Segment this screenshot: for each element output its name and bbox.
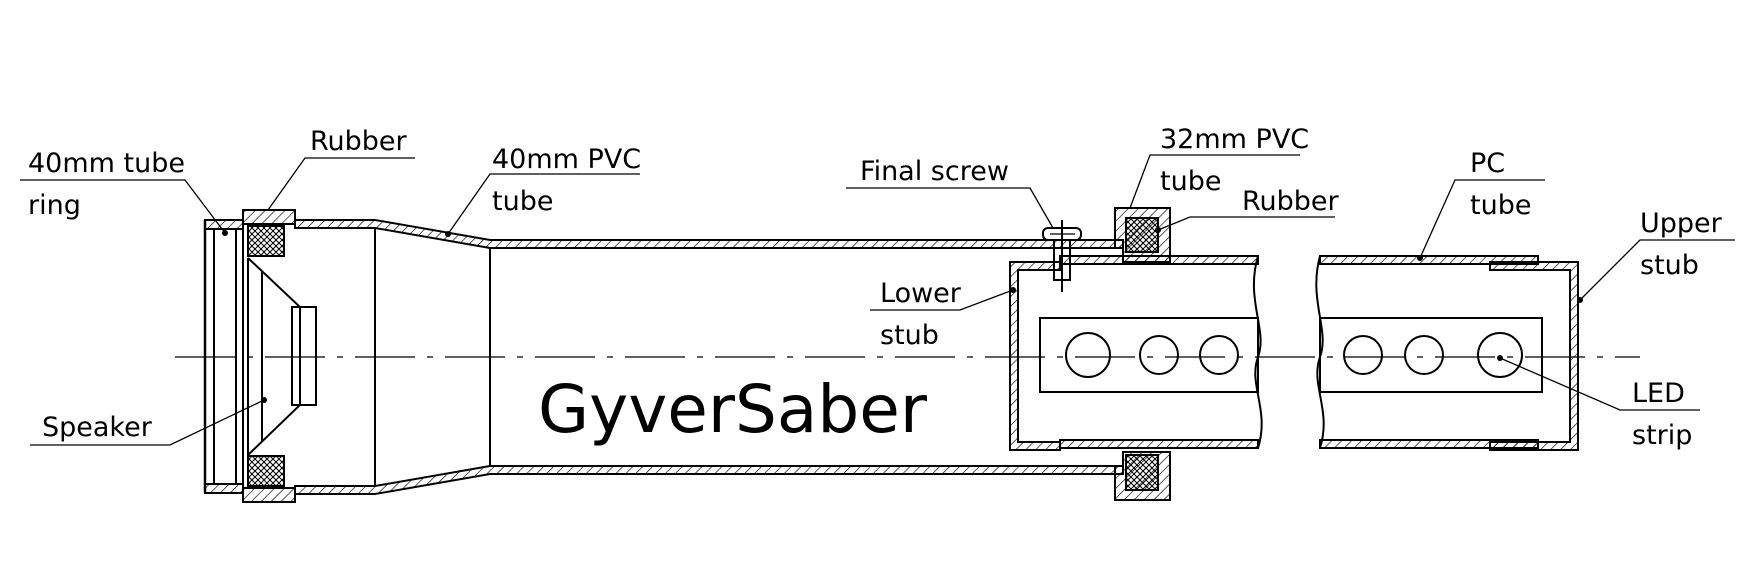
label-led-line1: LED <box>1632 378 1685 409</box>
label-pvc32-line2: tube <box>1160 166 1221 197</box>
label-pvc32-line1: 32mm PVC <box>1160 124 1309 155</box>
label-rubber-left: Rubber <box>310 126 408 157</box>
lower-stub <box>1009 261 1061 451</box>
label-lower-stub-line2: stub <box>880 320 939 351</box>
label-upper-stub-line1: Upper <box>1640 208 1723 239</box>
label-upper-stub-line2: stub <box>1640 250 1699 281</box>
pc-tube-left-segment <box>1059 255 1263 449</box>
pvc-32mm-coupler <box>1114 207 1171 501</box>
label-pvc40-line1: 40mm PVC <box>492 144 641 175</box>
label-pvc40-line2: tube <box>492 186 553 217</box>
led-strip <box>1039 317 1543 393</box>
label-ring-tube-line1: 40mm tube <box>28 148 185 179</box>
label-rubber-right: Rubber <box>1242 186 1340 217</box>
label-led-line2: strip <box>1632 420 1692 451</box>
label-ring-tube-line2: ring <box>28 190 81 221</box>
upper-stub <box>1489 261 1579 451</box>
label-pc-line2: tube <box>1470 190 1531 221</box>
label-speaker: Speaker <box>42 412 153 443</box>
leader-lines <box>20 154 1735 446</box>
drawing-title: GyverSaber <box>538 371 928 448</box>
pc-tube-right-segment <box>1315 255 1539 449</box>
rubber-ring-left <box>242 209 296 503</box>
label-pc-line1: PC <box>1470 148 1505 179</box>
label-lower-stub-line1: Lower <box>880 278 962 309</box>
speaker <box>247 257 317 456</box>
tube-ring <box>203 219 244 494</box>
label-final-screw: Final screw <box>860 156 1009 187</box>
